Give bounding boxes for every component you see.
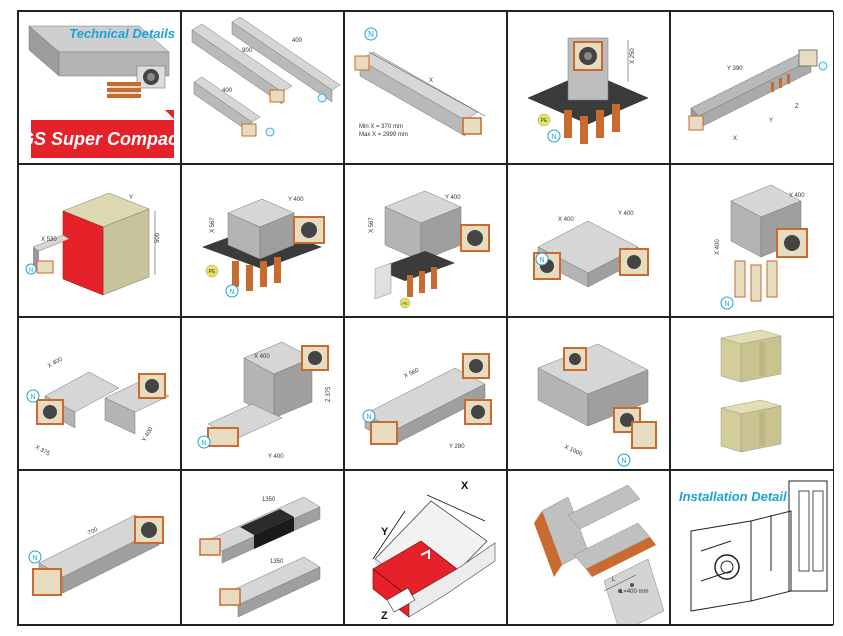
installation-detail-title: Installation Detail [679,489,787,504]
neutral-marker: N [724,301,729,308]
dimension-y-label: Y [381,526,389,538]
cell-offset-elbow: X 400 X 375 Y 400 N [18,317,181,470]
neutral-marker: N [551,134,556,141]
cell-flange-end: X 250 PE N [507,11,670,164]
dimension-label: Y 400 [445,195,461,201]
neutral-marker: N [229,289,234,296]
cell-technical-details: Technical Details GS Super Compact [18,11,181,164]
dimension-label: 900 [242,48,253,54]
dimension-label: X 560 [403,367,420,379]
dimension-label: Y [129,195,133,201]
dimension-label: Y 400 [288,197,304,203]
dimension-label: 500 [155,232,161,243]
gs-super-compact-label: GS Super Compact [20,129,181,149]
neutral-marker: N [30,394,35,401]
pe-marker: PE [541,118,548,124]
dimension-label: Z [795,104,799,110]
dimension-label: 1350 [262,497,276,503]
cell-variable-length: X N Min X = 370 mm Max X = 2999 mm [344,11,507,164]
technical-details-title: Technical Details [69,26,175,41]
dimension-label: Y 390 [727,66,743,72]
dimension-label: Y 400 [268,454,284,460]
cell-insulator-blocks [670,317,834,470]
cell-flange-elbow-2: X 567 Y 400 PE [344,164,507,317]
pe-marker: PE [402,301,408,306]
gs-super-compact-badge [31,120,174,158]
dimension-label: 1350 [270,559,284,565]
cell-flange-elbow-1: X 567 Y 400 PE N [181,164,344,317]
dimension-label: X 375 [34,445,51,458]
cell-straight-lengths: 900 400 400 [181,11,344,164]
neutral-marker: N [29,268,33,274]
dimension-label: Y 400 [789,193,805,199]
dimension-z-label: Z [381,610,388,622]
cell-vertical-elbow: X 400 Y 400 N [670,164,834,317]
dimension-label: X 400 [715,239,721,255]
neutral-marker: N [32,555,37,562]
dimension-x-label: X [461,480,469,492]
dimension-label: X 567 [210,217,216,233]
min-length-note: Min X = 370 mm [359,124,403,130]
dimension-label: 400 [222,88,233,94]
dimension-label: X 400 [558,217,574,223]
dimension-label: X 400 [254,354,270,360]
cell-installation-detail: Installation Detail [670,470,834,625]
cell-cross: X 1000 N [507,317,670,470]
dimension-label: L [612,577,616,583]
pe-marker: PE [209,269,216,275]
cell-fire-barrier: N 500 Y X 530 [18,164,181,317]
dimension-label: 400 [292,38,303,44]
cell-expansion-unit: 700 N [18,470,181,625]
neutral-marker: N [368,30,374,39]
dimension-x-label: X [429,78,433,84]
dimension-label: Y 400 [618,211,634,217]
neutral-marker: N [621,458,626,465]
dimension-label: X [733,136,737,142]
dimension-label: 700 [87,527,99,537]
cell-horizontal-elbow: X 400 Y 400 N [507,164,670,317]
cell-fire-rated-length: 1350 1350 [181,470,344,625]
dimension-label: X 567 [369,217,375,233]
cell-flexible-connector: L L=400 mm [507,470,670,625]
neutral-marker: N [201,440,206,447]
dimension-label: Z 375 [326,386,332,402]
dimension-label: X 530 [41,237,57,243]
cell-tap-off-box: X Y Z [344,470,507,625]
cell-tee: X 560 Y 280 N [344,317,507,470]
max-length-note: Max X = 2999 mm [359,132,408,138]
dimension-label: Y 280 [449,444,465,450]
neutral-marker: N [366,414,371,421]
dimension-label: Y 400 [142,426,155,443]
length-note: L=400 mm [620,589,649,595]
dimension-label: X 400 [47,356,64,369]
catalog-grid: Technical Details GS Super Compact 900 4… [17,10,834,626]
dimension-label: Y [769,118,773,124]
dimension-label: X 1000 [563,444,583,458]
cell-tap-off-length: Y 390 X Y Z [670,11,834,164]
cell-combined-elbow: X 400 Z 375 Y 400 N [181,317,344,470]
dimension-label: X 250 [630,48,636,64]
neutral-marker: N [539,257,544,264]
